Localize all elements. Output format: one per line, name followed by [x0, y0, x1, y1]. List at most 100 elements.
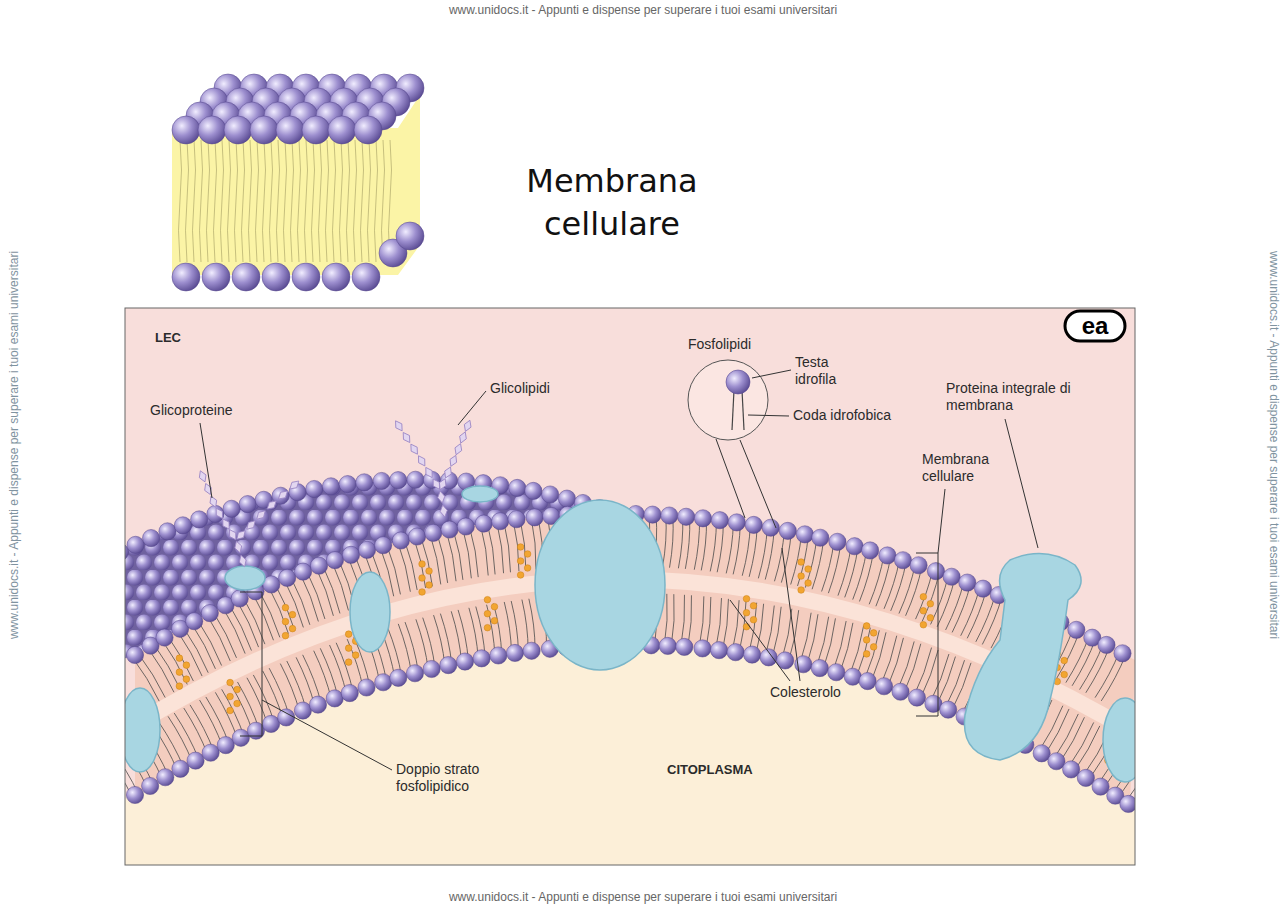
lipid-head [302, 116, 330, 144]
lipid-tail [256, 140, 259, 262]
lipid-head [375, 674, 392, 691]
watermark: www.unidocs.it - Appunti e dispense per … [7, 251, 22, 639]
lipid-head [844, 668, 861, 685]
lipid-head [126, 786, 143, 803]
part-label: Testa idrofila [795, 354, 853, 388]
lipid-head [506, 644, 523, 661]
lipid-head [812, 529, 829, 546]
lipid-head [811, 659, 828, 676]
lipid-tail [242, 140, 245, 262]
lipid-head [829, 533, 846, 550]
integral-protein [964, 554, 1081, 760]
lipid-tail [340, 140, 343, 262]
lipid-head [1033, 745, 1050, 762]
cholesterol-ring [176, 683, 183, 690]
lipid-tail [207, 140, 210, 262]
lipid-head [694, 510, 711, 527]
title: Membrana cellulare [512, 160, 712, 246]
lipid-tail [193, 140, 196, 262]
bilayer-core [172, 95, 420, 275]
lipid-head [322, 478, 339, 495]
lipid-head [191, 511, 208, 528]
lipid-head [342, 546, 359, 563]
lipid-head [425, 524, 442, 541]
sugar-unit [453, 442, 464, 456]
lipid-head [661, 507, 678, 524]
leader-line [716, 439, 745, 518]
lipid-head [523, 642, 540, 659]
cholesterol-ring [798, 573, 805, 580]
integral-protein [125, 688, 160, 772]
cholesterol-ring [743, 609, 750, 616]
leader-line [740, 440, 776, 528]
cholesterol-ring [352, 652, 359, 659]
cholesterol-ring [345, 631, 352, 638]
part-label: Glicoproteine [150, 402, 233, 419]
leader-line [752, 370, 791, 378]
lipid-tail [277, 140, 280, 262]
lipid-heads [125, 471, 1135, 812]
lipid-head [441, 521, 458, 538]
sugar-unit [437, 477, 449, 491]
lipid-tail [291, 140, 294, 262]
lipid-head [525, 482, 542, 499]
lipid-head [294, 702, 311, 719]
lipid-tail [732, 390, 734, 430]
lipid-head [352, 263, 380, 291]
lipid-head [1098, 636, 1115, 653]
region-label: CITOPLASMA [667, 762, 753, 778]
bilayer-block [172, 74, 424, 291]
sugar-unit [287, 478, 301, 491]
lipid-head [644, 506, 661, 523]
lipid-head [508, 511, 525, 528]
leader-line [938, 489, 945, 553]
region-label: LEC [155, 330, 181, 346]
lipid-head [745, 516, 762, 533]
lipid-tail [270, 140, 273, 262]
lipid-head [760, 649, 777, 666]
cholesterol-ring [743, 595, 750, 602]
lipid-head [908, 689, 925, 706]
cholesterol-ring [282, 618, 289, 625]
lipid-head [157, 769, 174, 786]
part-label: Proteina integrale di membrana [946, 380, 1074, 414]
lipid-head [187, 752, 204, 769]
lipid-head [172, 116, 200, 144]
sugar-unit [208, 495, 219, 509]
lipid-head [762, 519, 779, 536]
sugar-unit [457, 431, 468, 445]
lipid-tail [319, 140, 322, 262]
lipid-head [910, 557, 927, 574]
lipid-head [894, 552, 911, 569]
lipid-head [456, 653, 473, 670]
lipid-head [186, 613, 203, 630]
lipid-head [974, 580, 991, 597]
lipid-head [423, 660, 440, 677]
lipid-head [940, 701, 957, 718]
lipid-head [828, 664, 845, 681]
sugar-unit [197, 469, 208, 483]
lipid-head [232, 729, 249, 746]
part-label: Colesterolo [770, 684, 841, 701]
lipid-head [457, 518, 474, 535]
bracket [916, 553, 938, 716]
lipid-head [358, 541, 375, 558]
cholesterol-ring [426, 568, 433, 575]
cholesterol-ring [805, 580, 812, 587]
lipid-head [202, 263, 230, 291]
panel-art [125, 308, 1135, 865]
lipid-tail [298, 140, 301, 262]
cholesterol-ring [750, 616, 757, 623]
lipid-head [727, 644, 744, 661]
logo-text: ea [1065, 311, 1125, 341]
cholesterol-ring [183, 662, 190, 669]
lipid-head [862, 542, 879, 559]
lipid-tail [375, 140, 378, 262]
lipid-head [779, 522, 796, 539]
lipid-head [726, 370, 750, 394]
cholesterol-ring [517, 558, 524, 565]
cholesterol-ring [927, 600, 934, 607]
lipid-head [492, 513, 509, 530]
leader-line [1005, 419, 1038, 548]
sugar-unit [265, 498, 279, 511]
